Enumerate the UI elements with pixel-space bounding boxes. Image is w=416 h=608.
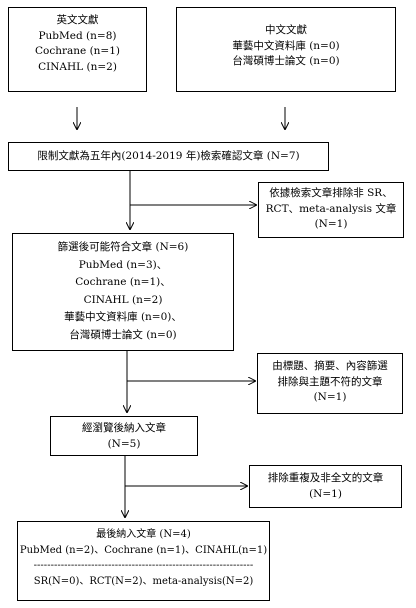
browsed-count: (N=5) bbox=[107, 437, 141, 450]
chinese-source-ndltd: 台灣碩博士論文 (n=0) bbox=[232, 55, 340, 67]
exclude-duplicate-line-1: 排除重複及非全文的文章 bbox=[267, 472, 384, 484]
chinese-sources-title: 中文文獻 bbox=[265, 24, 307, 36]
exclude-duplicate-count: (N=1) bbox=[309, 487, 342, 500]
final-divider: ----------------------------------------… bbox=[33, 560, 254, 571]
exclude-design-line-2: RCT、meta-analysis 文章 bbox=[265, 202, 397, 215]
screened-airiti: 華藝中文資料庫 (n=0)、 bbox=[64, 311, 182, 323]
screened-box: 篩選後可能符合文章 (N=6) PubMed (n=3)、 Cochrane (… bbox=[12, 233, 234, 351]
exclude-duplicate-box: 排除重複及非全文的文章 (N=1) bbox=[249, 465, 402, 508]
screened-ndltd: 台灣碩博士論文 (n=0) bbox=[69, 328, 177, 341]
final-title: 最後納入文章 (N=4) bbox=[96, 529, 191, 540]
exclude-design-line-1: 依據檢索文章排除非 SR、 bbox=[269, 187, 393, 199]
english-source-cinahl: CINAHL (n=2) bbox=[38, 60, 117, 73]
exclude-design-count: (N=1) bbox=[314, 218, 348, 230]
screened-cochrane: Cochrane (n=1)、 bbox=[75, 276, 171, 288]
exclude-topic-line-1: 由標題、摘要、內容篩選 bbox=[272, 360, 388, 372]
english-sources-title: 英文文獻 bbox=[56, 14, 99, 26]
exclude-topic-box: 由標題、摘要、內容篩選 排除與主題不符的文章 (N=1) bbox=[257, 353, 403, 414]
final-box: 最後納入文章 (N=4) PubMed (n=2)、Cochrane (n=1)… bbox=[17, 521, 270, 601]
screened-title: 篩選後可能符合文章 (N=6) bbox=[57, 241, 189, 253]
screened-cinahl: CINAHL (n=2) bbox=[83, 293, 163, 306]
browsed-box: 經瀏覽後納入文章 (N=5) bbox=[50, 416, 198, 456]
exclude-design-box: 依據檢索文章排除非 SR、 RCT、meta-analysis 文章 (N=1) bbox=[258, 182, 404, 238]
exclude-topic-line-2: 排除與主題不符的文章 bbox=[277, 375, 383, 388]
restrict-box: 限制文獻為五年內(2014-2019 年)檢索確認文章 (N=7) bbox=[8, 142, 329, 171]
english-sources-box: 英文文獻 PubMed (n=8) Cochrane (n=1) CINAHL … bbox=[8, 7, 147, 92]
screened-pubmed: PubMed (n=3)、 bbox=[78, 258, 168, 271]
english-source-pubmed: PubMed (n=8) bbox=[38, 29, 117, 42]
chinese-sources-box: 中文文獻 華藝中文資料庫 (n=0) 台灣碩博士論文 (n=0) bbox=[176, 7, 396, 92]
final-sources: PubMed (n=2)、Cochrane (n=1)、CINAHL(n=1) bbox=[19, 544, 268, 556]
chinese-source-airiti: 華藝中文資料庫 (n=0) bbox=[232, 39, 340, 52]
english-source-cochrane: Cochrane (n=1) bbox=[34, 45, 121, 57]
final-design-breakdown: SR(N=0)、RCT(N=2)、meta-analysis(N=2) bbox=[33, 575, 254, 587]
exclude-topic-count: (N=1) bbox=[313, 391, 347, 403]
browsed-title: 經瀏覽後納入文章 bbox=[82, 422, 166, 434]
restrict-text: 限制文獻為五年內(2014-2019 年)檢索確認文章 (N=7) bbox=[37, 150, 300, 162]
